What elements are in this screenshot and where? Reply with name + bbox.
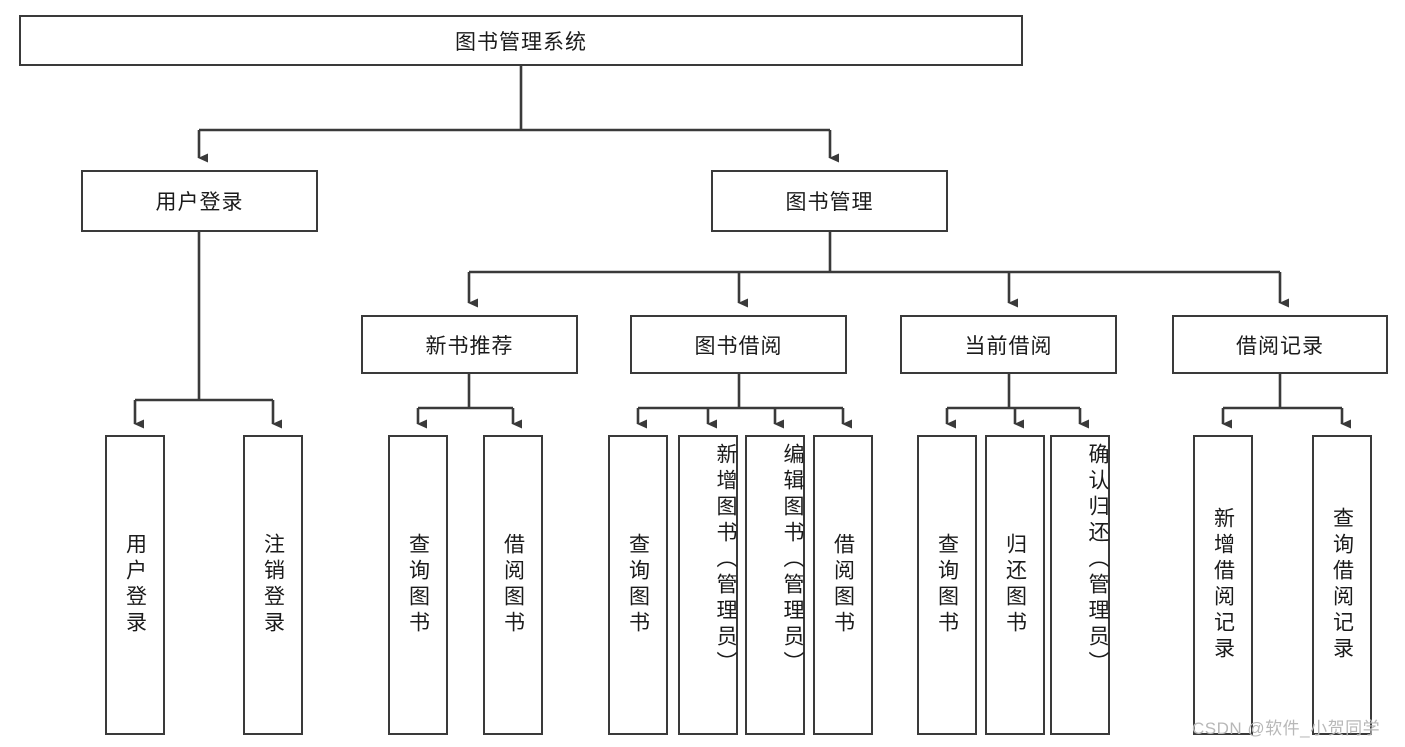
node-root-label: 图书管理系统 <box>455 30 587 54</box>
leaf-borrow-book-recommend-label: 借阅图书 <box>501 533 525 637</box>
node-current-borrow-label: 当前借阅 <box>964 334 1053 358</box>
leaf-add-borrow-record-label: 新增借阅记录 <box>1211 507 1235 663</box>
node-user-login-label: 用户登录 <box>155 191 244 214</box>
node-borrow-record[interactable]: 借阅记录 <box>1172 315 1388 374</box>
node-book-management[interactable]: 图书管理 <box>711 170 948 232</box>
leaf-query-book-borrow[interactable]: 查询图书 <box>608 435 668 735</box>
node-user-login[interactable]: 用户登录 <box>81 170 318 232</box>
node-new-book-recommend[interactable]: 新书推荐 <box>361 315 578 374</box>
leaf-return-book[interactable]: 归还图书 <box>985 435 1045 735</box>
node-book-borrow-label: 图书借阅 <box>694 334 783 358</box>
leaf-query-book-current-label: 查询图书 <box>935 533 959 637</box>
leaf-user-login-label: 用户登录 <box>123 533 147 637</box>
leaf-add-borrow-record[interactable]: 新增借阅记录 <box>1193 435 1253 735</box>
leaf-return-book-label: 归还图书 <box>1003 533 1027 637</box>
leaf-lend-book[interactable]: 借阅图书 <box>813 435 873 735</box>
leaf-add-book-admin[interactable]: 新增图书（管理员） <box>678 435 738 735</box>
node-new-book-recommend-label: 新书推荐 <box>425 334 514 358</box>
leaf-confirm-return-admin-label: 确认归还（管理员） <box>1086 443 1109 677</box>
leaf-query-book-current[interactable]: 查询图书 <box>917 435 977 735</box>
node-book-management-label: 图书管理 <box>785 191 874 214</box>
node-current-borrow[interactable]: 当前借阅 <box>900 315 1117 374</box>
leaf-edit-book-admin-label: 编辑图书（管理员） <box>781 443 804 677</box>
leaf-logout-label: 注销登录 <box>261 533 285 637</box>
leaf-logout[interactable]: 注销登录 <box>243 435 303 735</box>
node-borrow-record-label: 借阅记录 <box>1236 334 1324 358</box>
leaf-query-borrow-record[interactable]: 查询借阅记录 <box>1312 435 1372 735</box>
leaf-user-login[interactable]: 用户登录 <box>105 435 165 735</box>
csdn-watermark: CSDN @软件_小贺同学 <box>1192 719 1381 738</box>
leaf-lend-book-label: 借阅图书 <box>831 533 855 637</box>
node-root[interactable]: 图书管理系统 <box>19 15 1023 66</box>
leaf-confirm-return-admin[interactable]: 确认归还（管理员） <box>1050 435 1110 735</box>
leaf-edit-book-admin[interactable]: 编辑图书（管理员） <box>745 435 805 735</box>
leaf-query-book-recommend[interactable]: 查询图书 <box>388 435 448 735</box>
leaf-query-book-borrow-label: 查询图书 <box>626 533 650 637</box>
leaf-query-borrow-record-label: 查询借阅记录 <box>1330 507 1354 663</box>
leaf-query-book-recommend-label: 查询图书 <box>406 533 430 637</box>
leaf-borrow-book-recommend[interactable]: 借阅图书 <box>483 435 543 735</box>
leaf-add-book-admin-label: 新增图书（管理员） <box>714 443 737 677</box>
node-book-borrow[interactable]: 图书借阅 <box>630 315 847 374</box>
